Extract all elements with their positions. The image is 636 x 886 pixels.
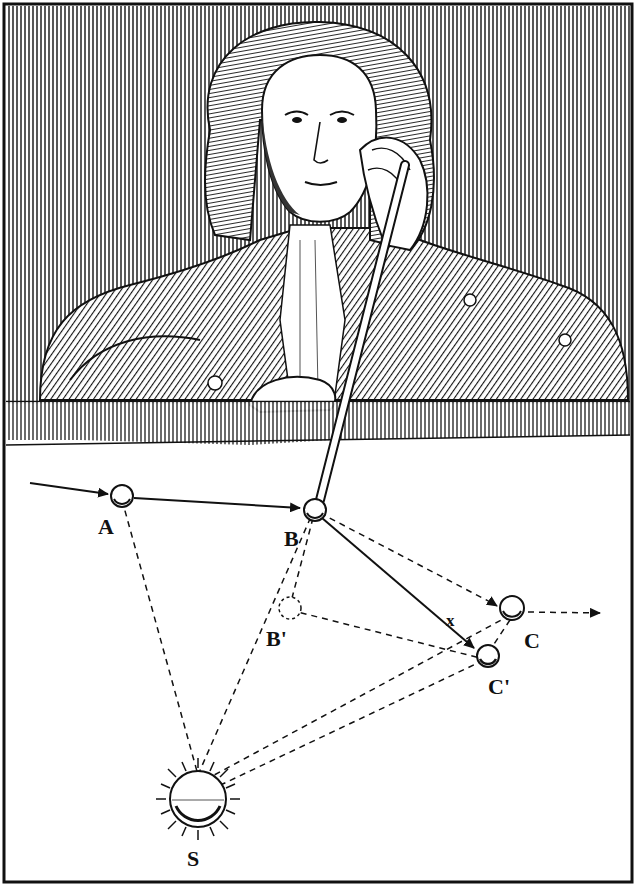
point-label: x — [446, 612, 455, 629]
point-label: C' — [488, 676, 510, 698]
point-label: A — [98, 516, 114, 538]
point-label: B — [284, 528, 299, 550]
point-label: B' — [266, 628, 287, 650]
point-label: C — [524, 630, 540, 652]
point-label: S — [187, 848, 199, 870]
